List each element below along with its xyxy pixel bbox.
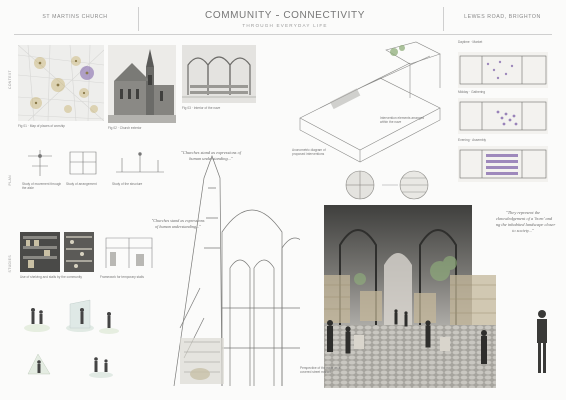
axonometric-caption: Axonometric diagram of proposed interven… [292, 148, 326, 157]
study-photo-market [64, 232, 94, 272]
location-label: LEWES ROAD, BRIGHTON [464, 14, 541, 20]
center-quote-text: "Churches stand as expressions of human … [180, 150, 242, 161]
context-map [18, 45, 104, 121]
title-community: COMMUNITY [205, 10, 273, 21]
interior-caption: Fig 03 · Interior of the nave [182, 106, 221, 110]
circle-diagrams [342, 168, 442, 202]
plan-diagram [22, 148, 58, 178]
church-exterior-photo [108, 45, 176, 123]
exterior-caption: Fig 02 · Church exterior [108, 126, 142, 130]
figure-vignette [64, 298, 96, 334]
study-sketch-frame [100, 232, 158, 272]
title-dash [276, 15, 280, 16]
right-quote-text: "They represent the acknowledgement of a… [490, 210, 556, 233]
plan-drawing-2 [458, 98, 548, 134]
render-caption: Perspective of the nave as a covered str… [300, 366, 341, 375]
header-divider [138, 7, 139, 31]
studies-caption: Framework for temporary stalls [100, 275, 144, 279]
center-quote: "Churches stand as expressions of human … [176, 150, 246, 162]
section-quote: "Churches stand as expressions of human … [150, 218, 206, 229]
figure-vignette [24, 350, 54, 380]
plan-caption: Evening · Assembly [458, 138, 486, 142]
title-connectivity: CONNECTIVITY [283, 10, 365, 21]
church-interior-photo [182, 45, 256, 103]
church-section-drawing [160, 148, 308, 386]
diagram-caption: Study of the structure [112, 182, 143, 186]
axonometric-drawing [290, 38, 450, 168]
person-figure [530, 308, 554, 378]
studies-caption: Use of shelving and stalls by the commun… [20, 275, 83, 279]
side-label-studies: STUDIES [8, 255, 12, 273]
plan-diagram [66, 148, 100, 178]
diagram-caption: Study of movement through the aisle [22, 182, 62, 191]
map-caption: Fig 01 · Map of places of worship [18, 124, 65, 128]
board-title: COMMUNITY CONNECTIVITY THROUGH EVERYDAY … [205, 10, 365, 28]
plan-drawing-3 [458, 146, 548, 182]
right-quote: "They represent the acknowledgement of a… [490, 210, 556, 234]
plan-diagram [112, 150, 168, 178]
figure-vignette [86, 350, 116, 380]
church-name-label: ST MARTINS CHURCH [42, 14, 108, 20]
study-photo-shelves [20, 232, 60, 272]
interior-perspective-render [300, 205, 496, 388]
plan-caption: Midday · Gathering [458, 90, 486, 94]
figure-vignette [22, 302, 52, 334]
board-subtitle: THROUGH EVERYDAY LIFE [242, 23, 328, 28]
section-quote-text: "Churches stand as expressions of human … [151, 218, 205, 229]
header-rule [14, 34, 552, 35]
side-label-context: CONTEXT [8, 70, 12, 89]
plan-drawing-1 [458, 52, 548, 88]
figure-vignette [98, 306, 120, 336]
diagram-caption: Study of arrangement [66, 182, 97, 186]
side-label-plan: PLAN [8, 175, 12, 186]
plan-caption: Daytime · Market [458, 40, 483, 44]
header-divider [443, 7, 444, 31]
axonometric-caption: Intervention elements arranged within th… [380, 116, 425, 125]
